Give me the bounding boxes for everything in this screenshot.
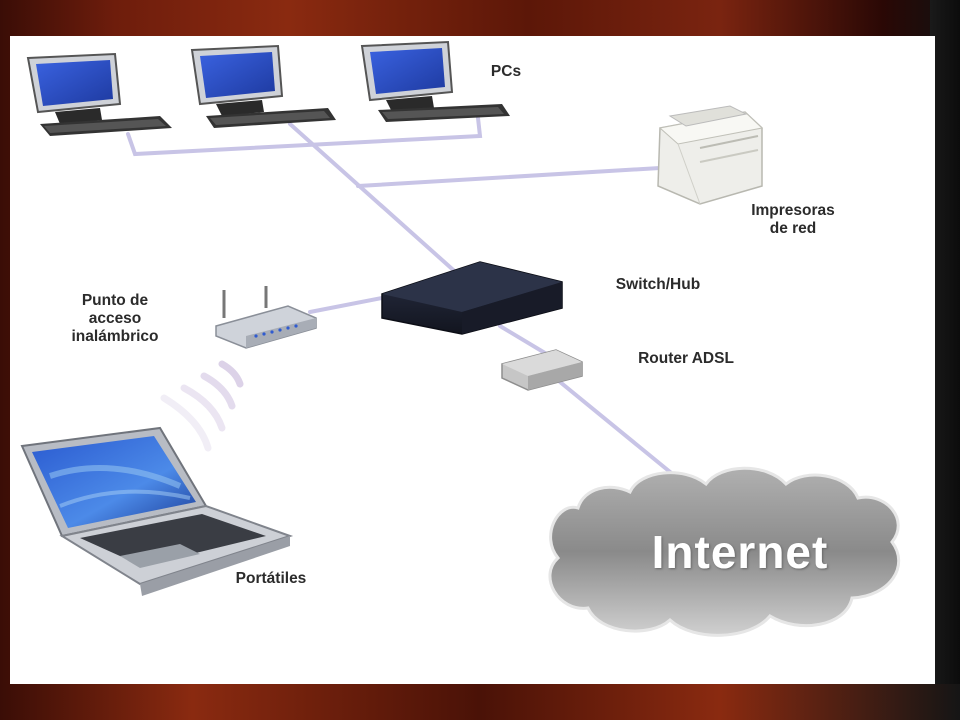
printer-label: Impresoras de red xyxy=(751,202,835,237)
pc-middle-drop-line xyxy=(288,122,462,278)
pc-right xyxy=(360,40,510,122)
slide-frame-bottom xyxy=(0,684,960,720)
pc-middle xyxy=(190,44,336,128)
internet-label: Internet xyxy=(651,526,829,578)
pcs-label: PCs xyxy=(490,63,522,80)
wireless-signal-icon xyxy=(160,360,244,452)
wireless-access-point xyxy=(215,286,317,349)
switch-label: Switch/Hub xyxy=(615,276,701,293)
pc-left xyxy=(26,52,172,136)
switch-hub xyxy=(381,261,563,335)
slide-frame-right xyxy=(930,0,960,720)
network-diagram xyxy=(20,40,901,637)
printer-link-line xyxy=(356,166,662,188)
pcs-bus-line xyxy=(126,116,483,157)
adsl-router xyxy=(501,349,583,391)
router-link-line xyxy=(498,324,552,358)
internet-link-line xyxy=(558,380,677,478)
network-printer xyxy=(657,105,764,205)
connection-lines xyxy=(126,116,677,478)
access-point-label: Punto de acceso inalámbrico xyxy=(71,292,159,345)
router-label: Router ADSL xyxy=(638,350,734,367)
diagram-slide: PCs Impresoras de red Switch/Hub Punto d… xyxy=(10,36,935,684)
laptop xyxy=(20,426,294,596)
internet-cloud-icon xyxy=(548,466,901,637)
laptops-label: Portátiles xyxy=(235,570,307,587)
access-point-link-line xyxy=(308,296,384,314)
